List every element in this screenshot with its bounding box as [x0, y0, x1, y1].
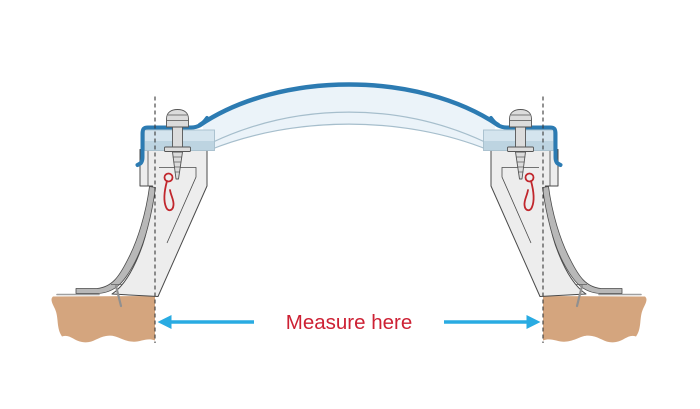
retaining-clip-right [523, 172, 535, 212]
dome-glazing-fill [202, 83, 496, 151]
dome-flange-right [489, 116, 563, 167]
deck-screw-left [111, 284, 123, 308]
dome-flange-left [135, 116, 209, 167]
measure-arrow-left-head [157, 315, 172, 329]
right-assembly [483, 109, 647, 343]
roof-deck-right [543, 296, 647, 343]
measure-annotation: Measure here [157, 311, 541, 334]
roof-deck-left [51, 296, 156, 343]
measure-arrow-right-head [526, 315, 541, 329]
dome-outer-skin-arc [197, 82, 501, 128]
retaining-clip-left [163, 172, 175, 212]
measure-label: Measure here [286, 311, 412, 334]
dome-bottom-skin-line [209, 123, 489, 151]
dome-inner-skin-line [211, 111, 487, 144]
fixing-screw-left [164, 109, 191, 180]
deck-screw-right [575, 284, 587, 308]
dome-glazing [197, 82, 501, 151]
left-assembly [51, 109, 215, 343]
fixing-screw-right [507, 109, 534, 180]
